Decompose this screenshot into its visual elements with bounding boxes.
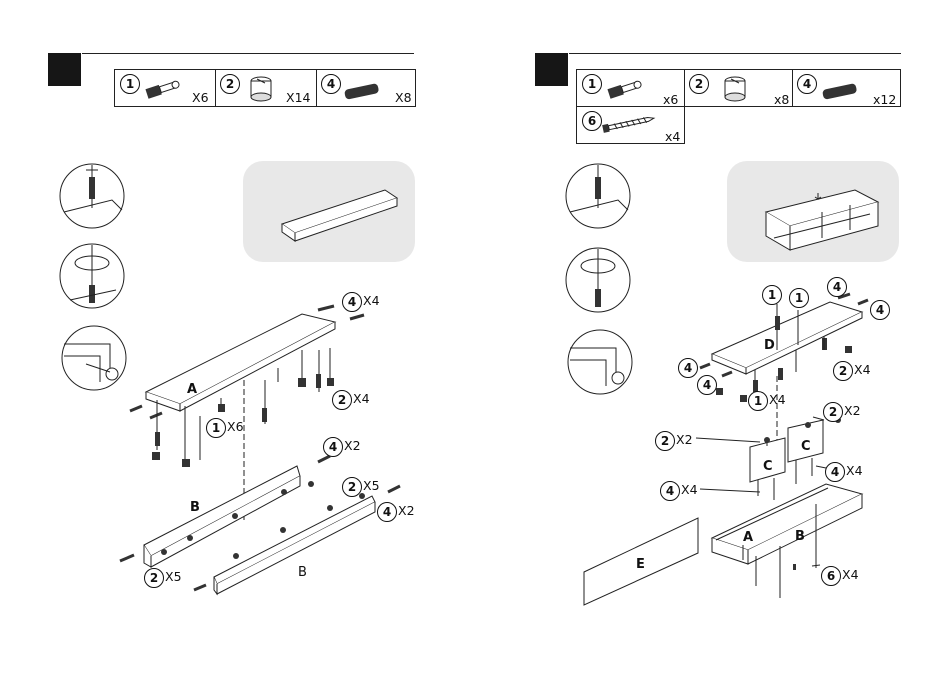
panel-label-d: D [764, 338, 775, 353]
callout-quantity: X4 [846, 463, 863, 478]
callout-number: 1 [748, 391, 768, 411]
callout-number: 1 [789, 288, 809, 308]
callout-number: 1 [762, 285, 782, 305]
callout-quantity: X4 [854, 362, 871, 377]
callout-number: 2 [655, 431, 675, 451]
callout-number: 4 [660, 481, 680, 501]
right-detail-cam [568, 330, 632, 394]
right-detail-turn [566, 248, 630, 312]
right-detail-bolt-insert [566, 164, 630, 228]
callout-number: 2 [833, 361, 853, 381]
callout-quantity: X2 [676, 432, 693, 447]
right-preview-box [727, 161, 899, 262]
callout-number: 4 [827, 277, 847, 297]
panel-label-c: C [763, 459, 773, 474]
callout-number: 4 [825, 462, 845, 482]
callout-number: 6 [821, 566, 841, 586]
panel-label-a: A [743, 530, 753, 545]
callout-quantity: X2 [844, 403, 861, 418]
callout-number: 2 [823, 402, 843, 422]
panel-label-e: E [636, 557, 645, 572]
callout-number: 4 [870, 300, 890, 320]
panel-label-c: C [801, 439, 811, 454]
panel-label-b: B [795, 529, 805, 544]
callout-quantity: X4 [842, 567, 859, 582]
callout-quantity: X4 [681, 482, 698, 497]
callout-quantity: X4 [769, 392, 786, 407]
callout-number: 4 [697, 375, 717, 395]
callout-number: 4 [678, 358, 698, 378]
